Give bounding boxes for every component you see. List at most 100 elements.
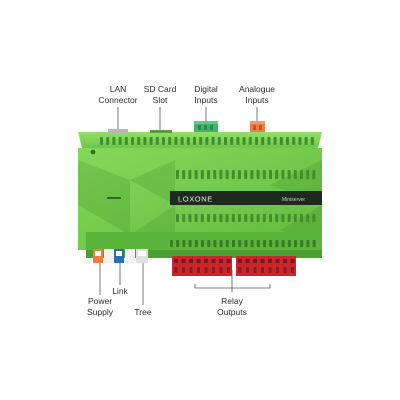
vent-slot <box>118 137 122 145</box>
relay-outputs-terminals <box>172 256 296 276</box>
vent-slot <box>200 170 204 179</box>
vent-slot <box>273 137 277 145</box>
vent-slot <box>281 240 285 247</box>
analogue-inputs-line1: Analogue <box>239 84 275 94</box>
vent-slot <box>143 137 147 145</box>
relay-wire-entry <box>174 267 178 273</box>
vent-slot <box>255 137 258 145</box>
vent-slot <box>112 137 116 145</box>
link-label: Link <box>104 286 136 297</box>
vent-slot <box>263 240 266 247</box>
vent-slot <box>287 170 291 179</box>
vent-slot <box>262 170 266 179</box>
vent-slot <box>293 170 297 179</box>
vent-slot <box>219 170 223 179</box>
sd-card-slot-label: SD Card Slot <box>138 84 182 106</box>
relay-wire-entry <box>197 267 200 273</box>
leader-relay-bracket <box>194 284 271 289</box>
vent-slots-middle <box>176 170 316 222</box>
relay-outputs-line1: Relay <box>221 296 243 306</box>
vent-slot <box>231 170 235 179</box>
vent-slot <box>211 137 215 145</box>
vent-slot <box>182 214 186 222</box>
status-led <box>90 149 96 155</box>
vent-slot <box>261 137 265 145</box>
relay-wire-entry <box>253 267 257 273</box>
vent-slot <box>300 214 303 222</box>
relay-screw <box>253 259 257 263</box>
relay-screw <box>275 259 280 263</box>
vent-slot <box>168 137 172 145</box>
vent-slot <box>149 137 153 145</box>
vent-slot <box>225 240 229 247</box>
relay-screw <box>204 259 208 263</box>
relay-wire-entry <box>219 267 223 273</box>
relay-screw <box>219 259 223 263</box>
vent-slot <box>262 214 266 222</box>
relay-wire-entry <box>238 267 242 273</box>
vent-slot <box>250 214 254 222</box>
vent-slot <box>232 240 235 247</box>
vent-slot <box>124 137 128 145</box>
vent-slot <box>244 170 248 179</box>
vent-slot <box>312 170 316 179</box>
vent-slot <box>213 240 217 247</box>
vent-slot <box>182 240 186 247</box>
relay-terminal-block <box>172 256 232 276</box>
vent-slot <box>300 240 304 247</box>
relay-screw <box>196 259 201 263</box>
vent-slot <box>310 137 314 145</box>
relay-outputs-label: Relay Outputs <box>207 296 257 318</box>
relay-screw <box>226 259 231 263</box>
sd-card-line1: SD Card <box>143 84 177 94</box>
lan-connector-line1: LAN <box>109 84 127 94</box>
vent-slot <box>106 137 110 145</box>
vent-slot <box>137 137 141 145</box>
vent-slot <box>312 214 316 222</box>
sd-card-line2: Slot <box>152 95 168 105</box>
relay-screw <box>290 259 295 263</box>
relay-wire-entry <box>261 267 264 273</box>
vent-slot <box>188 214 192 222</box>
tree-label: Tree <box>127 307 159 318</box>
tree-terminal <box>125 249 148 263</box>
vent-slot <box>199 137 203 145</box>
relay-wire-entry <box>291 267 294 273</box>
vent-slot <box>176 240 180 247</box>
vent-slot <box>306 170 310 179</box>
relay-wire-entry <box>204 267 208 273</box>
vent-slot <box>194 214 198 222</box>
vent-slot <box>238 214 241 222</box>
relay-screw <box>211 259 216 263</box>
lan-connector-label: LAN Connector <box>94 84 142 106</box>
vent-slot <box>269 170 272 179</box>
lan-connector-line2: Connector <box>98 95 138 105</box>
vent-slot <box>193 137 196 145</box>
vent-slot <box>180 137 184 145</box>
vent-slot <box>225 170 229 179</box>
relay-wire-entry <box>246 267 249 273</box>
vent-slot <box>256 214 260 222</box>
vent-slot <box>256 240 260 247</box>
vent-slot <box>242 137 246 145</box>
vent-slot <box>170 240 173 247</box>
relay-outputs-line2: Outputs <box>217 307 247 317</box>
power-supply-line2: Supply <box>87 307 113 317</box>
vent-slot <box>287 214 291 222</box>
led-bar <box>107 197 121 199</box>
vent-slot <box>281 214 285 222</box>
relay-wire-entry <box>227 267 230 273</box>
link-line1: Link <box>112 286 128 296</box>
relay-wire-entry <box>276 267 279 273</box>
vent-slot <box>225 214 229 222</box>
vent-slot <box>248 137 252 145</box>
digital-inputs-line1: Digital <box>194 84 218 94</box>
vent-slot <box>205 137 209 145</box>
vent-slot <box>186 137 190 145</box>
vent-slot <box>292 137 296 145</box>
tree-line1: Tree <box>134 307 152 317</box>
vent-slot <box>238 240 242 247</box>
vent-slot <box>279 137 283 145</box>
